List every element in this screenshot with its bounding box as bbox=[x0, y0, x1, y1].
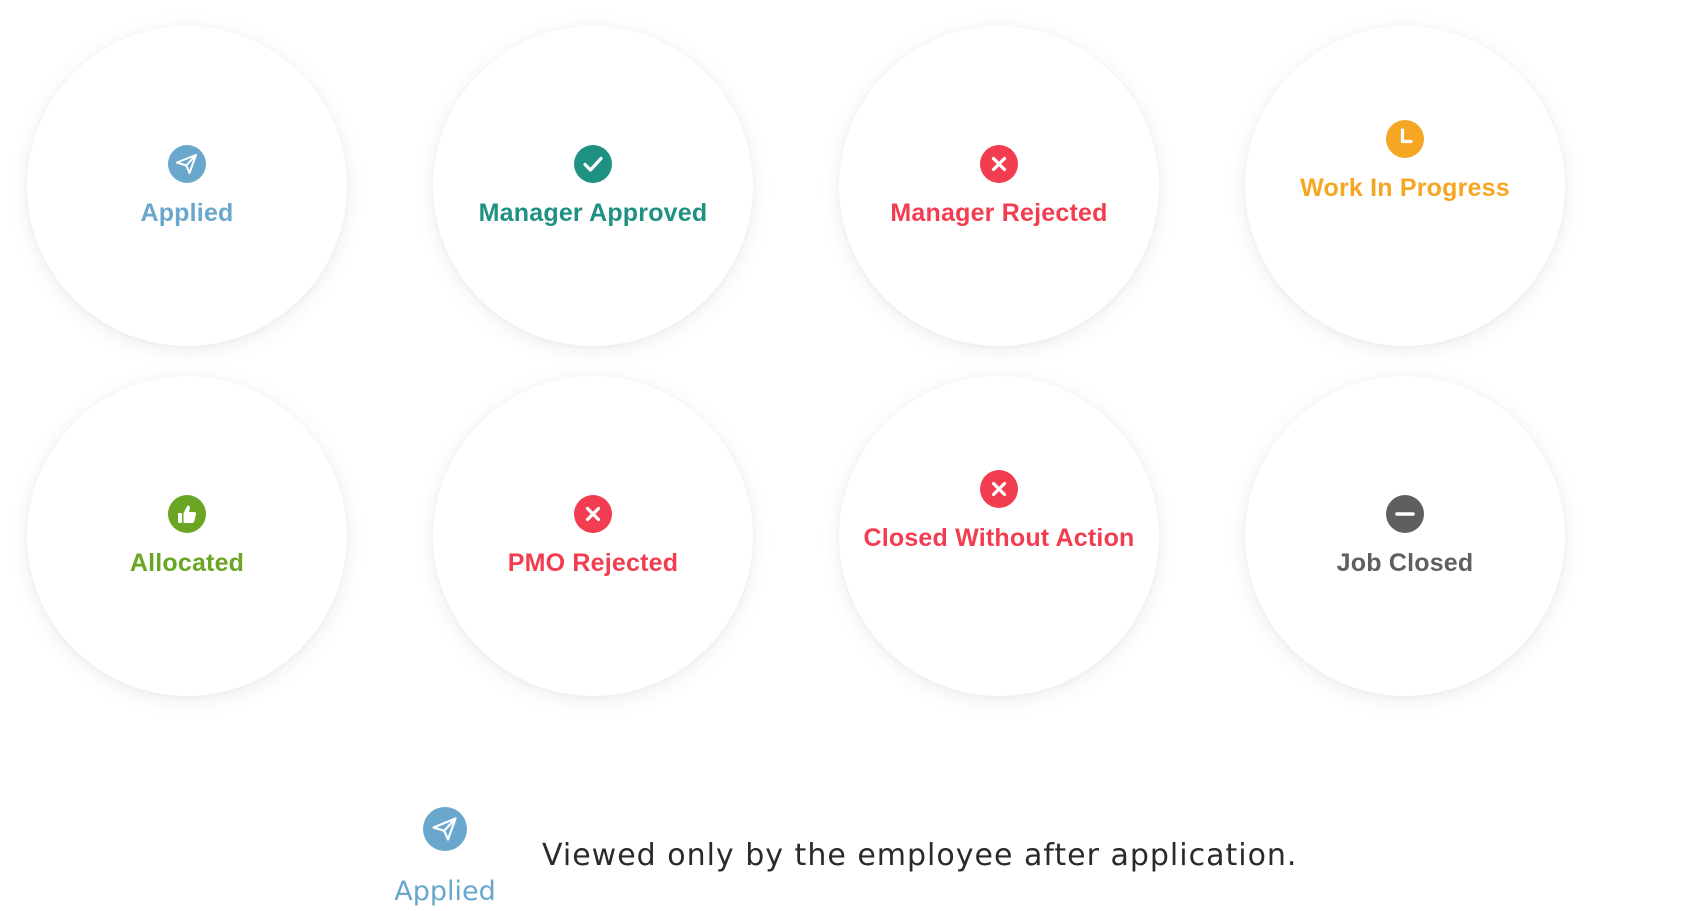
status-card-manager-rejected: Manager Rejected bbox=[839, 26, 1159, 346]
legend-description: Viewed only by the employee after applic… bbox=[542, 838, 1298, 873]
status-card-allocated: Allocated bbox=[27, 376, 347, 696]
paper-plane-icon bbox=[168, 144, 206, 183]
thumbs-up-icon bbox=[168, 494, 206, 533]
status-label: Manager Approved bbox=[478, 198, 708, 227]
status-card-applied: Applied bbox=[27, 26, 347, 346]
status-label: Manager Rejected bbox=[890, 198, 1108, 227]
legend-label: Applied bbox=[394, 876, 496, 907]
minus-icon bbox=[1386, 494, 1424, 533]
status-label: Applied bbox=[140, 198, 234, 227]
status-grid: Applied Manager Approved Manager Rejecte… bbox=[27, 26, 1565, 696]
close-icon bbox=[980, 144, 1018, 183]
status-label: Job Closed bbox=[1336, 548, 1474, 577]
status-card-job-closed: Job Closed bbox=[1245, 376, 1565, 696]
clock-icon bbox=[1386, 120, 1424, 158]
status-label: PMO Rejected bbox=[507, 548, 679, 577]
status-card-closed-without-action: Closed Without Action bbox=[839, 376, 1159, 696]
status-card-work-in-progress: Work In Progress bbox=[1245, 26, 1565, 346]
status-label: Work In Progress bbox=[1300, 174, 1510, 202]
status-label: Allocated bbox=[129, 548, 245, 577]
close-icon bbox=[980, 470, 1018, 508]
status-legend: Applied Viewed only by the employee afte… bbox=[390, 800, 1296, 911]
check-icon bbox=[574, 144, 612, 183]
status-label: Closed Without Action bbox=[863, 524, 1135, 552]
status-card-pmo-rejected: PMO Rejected bbox=[433, 376, 753, 696]
status-card-manager-approved: Manager Approved bbox=[433, 26, 753, 346]
paper-plane-icon bbox=[423, 807, 467, 851]
close-icon bbox=[574, 494, 612, 533]
